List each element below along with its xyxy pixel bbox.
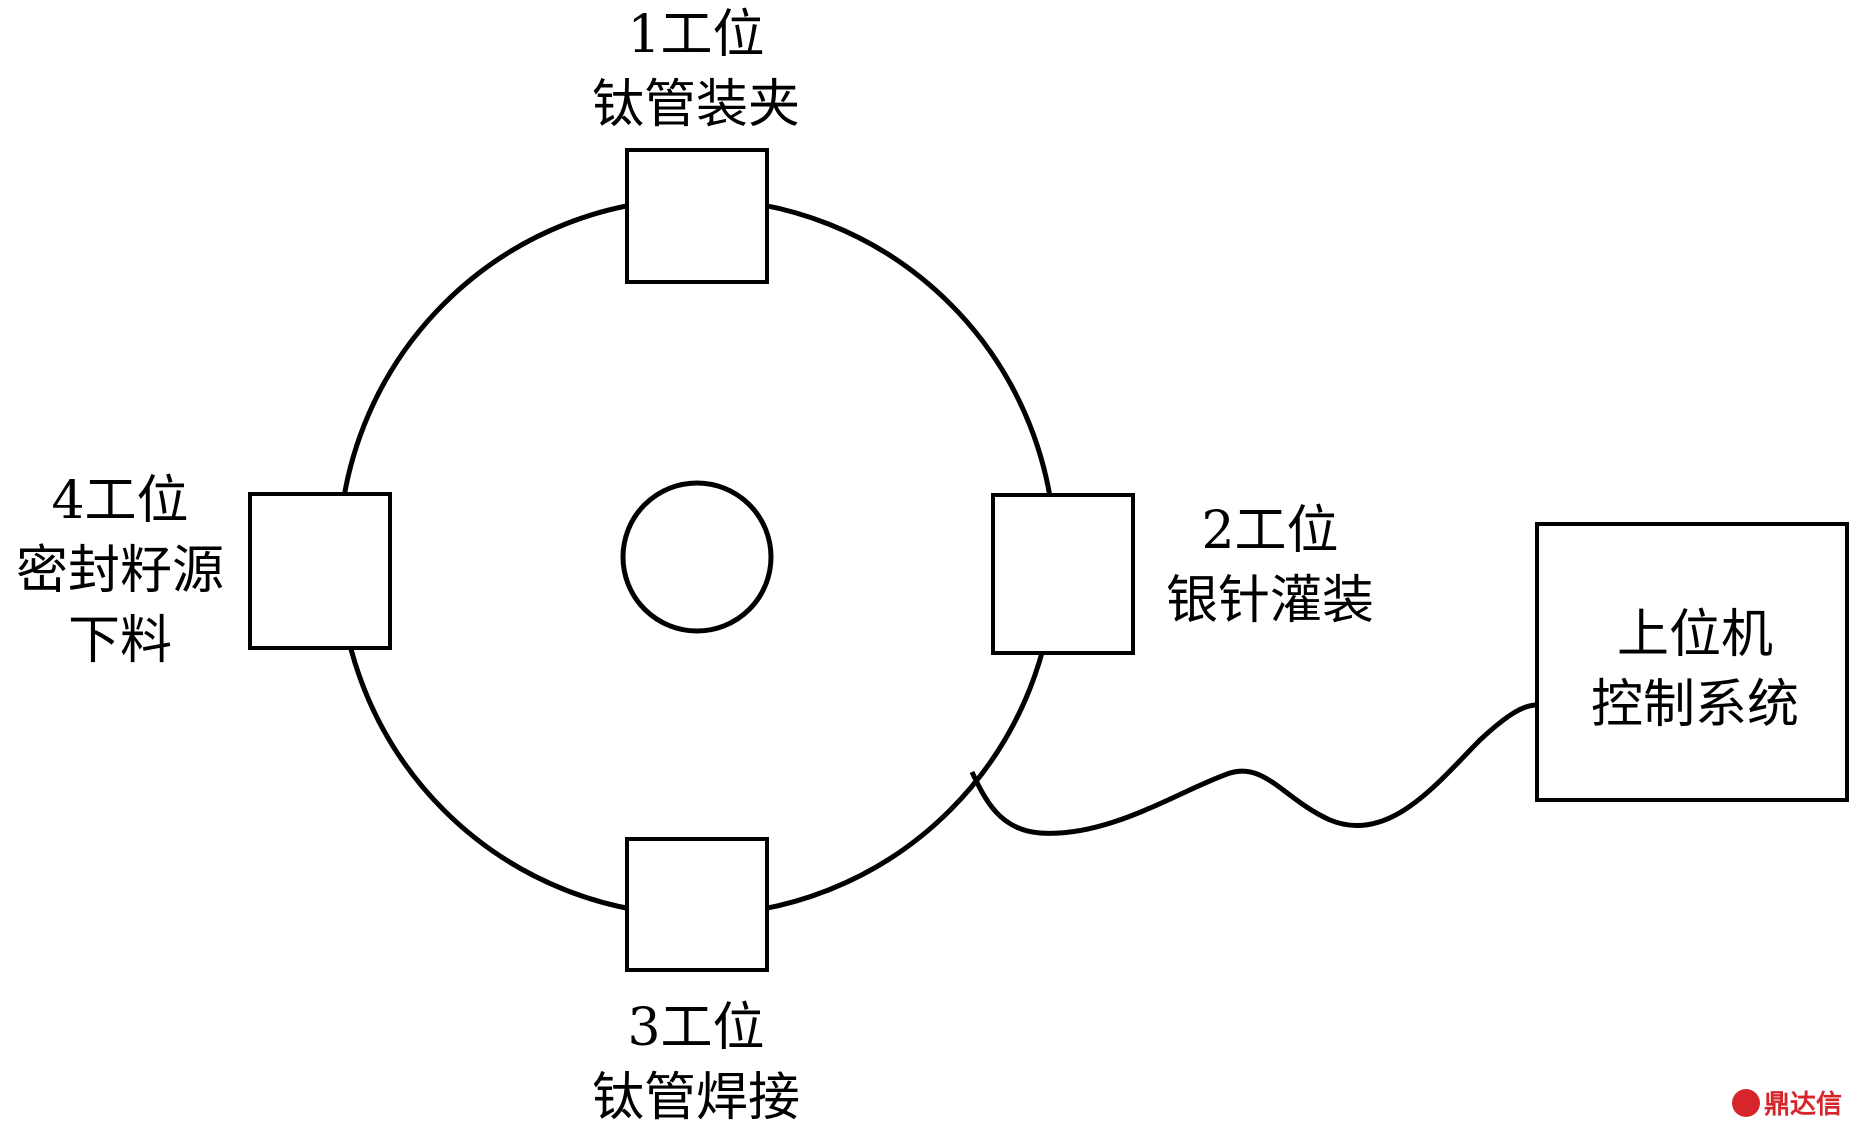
- turntable-ring: [336, 196, 1058, 918]
- turntable-hub: [620, 480, 774, 634]
- station-4-label: 4工位 密封籽源 下料: [0, 466, 240, 676]
- host-control-label: 上位机 控制系统: [1545, 600, 1845, 740]
- station-4-task-line1: 密封籽源: [15, 541, 224, 601]
- control-cable: [969, 702, 1538, 836]
- station-2-task: 银针灌装: [1165, 571, 1374, 631]
- station-1-label: 1工位 钛管装夹: [560, 0, 832, 140]
- station-3-task: 钛管焊接: [591, 1068, 800, 1128]
- watermark-icon: [1731, 1088, 1760, 1117]
- station-4-box: [248, 492, 392, 650]
- host-control-box: [1535, 522, 1849, 802]
- station-1-task: 钛管装夹: [591, 75, 800, 135]
- station-2-label: 2工位 银针灌装: [1140, 496, 1400, 636]
- station-4-number: 4工位: [51, 471, 189, 531]
- station-2-number: 2工位: [1201, 501, 1339, 561]
- station-1-box: [625, 148, 769, 284]
- station-2-box: [991, 493, 1135, 655]
- station-1-number: 1工位: [627, 5, 765, 65]
- host-line2: 控制系统: [1590, 675, 1799, 735]
- watermark-text: 鼎达信: [1763, 1090, 1842, 1120]
- station-4-task-line2: 下料: [67, 611, 172, 671]
- watermark-logo: 鼎达信: [1731, 1084, 1842, 1121]
- station-3-number: 3工位: [627, 998, 765, 1058]
- host-line1: 上位机: [1616, 605, 1773, 665]
- station-3-label: 3工位 钛管焊接: [560, 993, 832, 1133]
- station-3-box: [625, 837, 769, 972]
